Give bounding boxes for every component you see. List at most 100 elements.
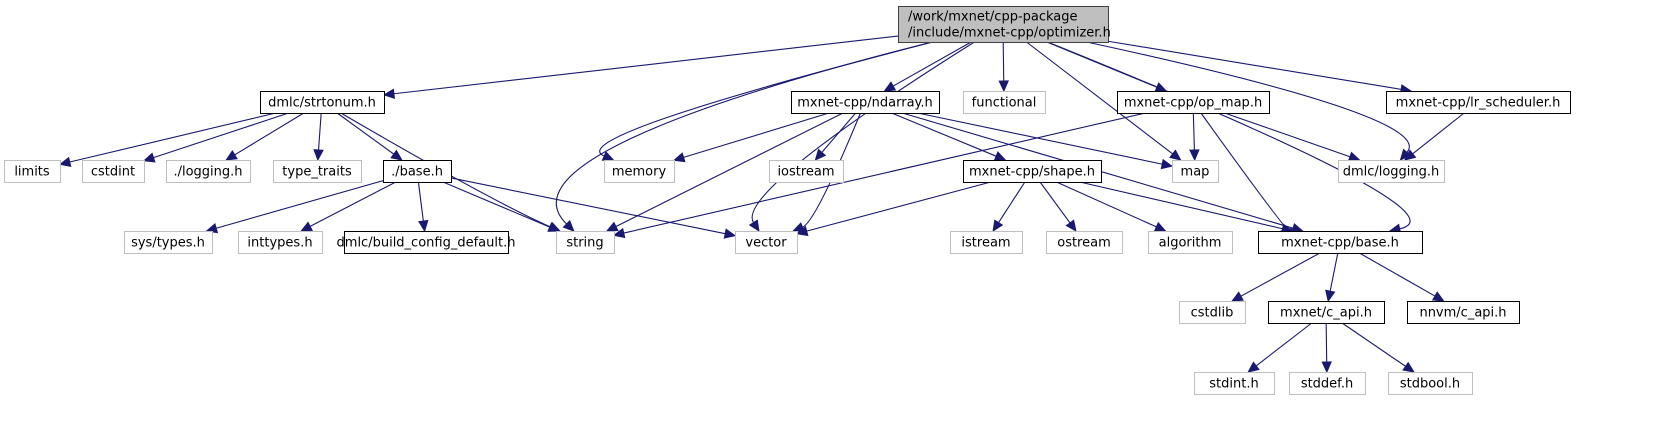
edge-line — [599, 41, 934, 157]
node-label: mxnet-cpp/ndarray.h — [797, 96, 933, 111]
edge-line — [216, 180, 384, 229]
node-map: map — [1172, 160, 1219, 183]
node-label: dmlc/build_config_default.h — [337, 236, 516, 251]
node-box — [1172, 160, 1219, 183]
node-label: map — [1181, 165, 1210, 180]
arrowhead-icon — [390, 149, 403, 161]
node-label: ostream — [1057, 236, 1111, 251]
edge-ndarray-to-vector — [792, 112, 861, 232]
node-vector: vector — [735, 231, 798, 254]
node-build_config[interactable]: dmlc/build_config_default.h — [337, 231, 516, 254]
edge-line — [1224, 112, 1351, 158]
node-label: mxnet-cpp/lr_scheduler.h — [1396, 96, 1561, 111]
arrowhead-icon — [601, 151, 615, 161]
edge-c_api-to-stdbool — [1341, 322, 1415, 373]
edge-line — [1086, 41, 1410, 153]
node-box — [82, 160, 145, 183]
edge-strtonum-to-logging_local — [225, 112, 305, 161]
edge-line — [153, 112, 289, 159]
node-box — [1179, 301, 1246, 324]
node-inttypes: inttypes.h — [238, 231, 323, 254]
node-ostream: ostream — [1046, 231, 1123, 254]
edge-line — [615, 112, 844, 228]
edge-line — [1039, 181, 1071, 224]
node-box — [1046, 231, 1123, 254]
edge-line — [891, 112, 997, 157]
edge-line — [1341, 322, 1406, 367]
edge-mx_base-to-c_api — [1325, 252, 1339, 303]
arrowhead-icon — [547, 222, 561, 232]
arrowhead-icon — [300, 221, 313, 232]
node-box — [4, 160, 61, 183]
node-box — [735, 231, 798, 254]
node-lr_scheduler[interactable]: mxnet-cpp/lr_scheduler.h — [1386, 91, 1571, 114]
node-box — [791, 91, 940, 114]
arrowhead-icon — [883, 81, 897, 92]
node-box — [963, 160, 1102, 183]
edge-line — [336, 112, 395, 155]
node-label: cstdlib — [1191, 306, 1234, 321]
node-label: type_traits — [282, 165, 352, 180]
node-base_local[interactable]: ./base.h — [383, 160, 452, 183]
node-limits: limits — [4, 160, 61, 183]
edge-root-to-mx_base — [1047, 41, 1411, 234]
edge-line — [340, 112, 551, 228]
node-label: vector — [745, 236, 787, 251]
edge-shape-to-vector — [795, 181, 991, 237]
node-label: mxnet-cpp/shape.h — [969, 165, 1095, 180]
node-box — [1338, 160, 1445, 183]
node-box — [238, 231, 323, 254]
arrowhead-icon — [142, 152, 156, 163]
node-label: dmlc/logging.h — [1343, 165, 1440, 180]
edge-line — [892, 41, 972, 87]
node-ndarray[interactable]: mxnet-cpp/ndarray.h — [791, 91, 940, 114]
node-op_map[interactable]: mxnet-cpp/op_map.h — [1117, 91, 1270, 114]
node-box — [124, 231, 213, 254]
node-box — [1148, 231, 1233, 254]
node-stddef: stddef.h — [1289, 372, 1366, 395]
arrowhead-icon — [814, 148, 827, 161]
arrowhead-icon — [992, 219, 1004, 233]
node-label: sys/types.h — [131, 236, 205, 251]
edge-base_local-to-string — [442, 181, 561, 232]
edge-op_map-to-dmlc_logging — [1224, 112, 1361, 162]
node-label: mxnet/c_api.h — [1280, 306, 1372, 321]
arrowhead-icon — [382, 88, 396, 99]
node-label: memory — [612, 165, 667, 180]
arrowhead-icon — [1431, 291, 1445, 302]
edge-root-to-ndarray — [883, 41, 972, 92]
node-label: algorithm — [1159, 236, 1222, 251]
node-label: inttypes.h — [247, 236, 312, 251]
node-box — [556, 231, 615, 254]
node-nnvm_c_api[interactable]: nnvm/c_api.h — [1407, 301, 1520, 324]
node-box — [1268, 301, 1385, 324]
node-label: mxnet-cpp/op_map.h — [1124, 96, 1262, 111]
arrowhead-icon — [792, 222, 805, 232]
edge-line — [1056, 181, 1157, 228]
arrowhead-icon — [748, 219, 760, 233]
edge-line — [1325, 322, 1328, 363]
node-box — [1289, 372, 1366, 395]
edge-line — [1079, 181, 1283, 230]
node-c_api[interactable]: mxnet/c_api.h — [1268, 301, 1385, 324]
edge-ndarray-to-shape — [891, 112, 1007, 161]
edge-root-to-strtonum — [382, 35, 899, 99]
node-mx_base[interactable]: mxnet-cpp/base.h — [1258, 231, 1423, 254]
edge-base_local-to-build_config — [417, 181, 429, 233]
edge-root-to-string — [555, 41, 933, 232]
arrowhead-icon — [418, 219, 429, 233]
edge-c_api-to-stddef — [1321, 322, 1332, 374]
node-box — [950, 231, 1023, 254]
node-stdbool: stdbool.h — [1388, 372, 1473, 395]
edge-line — [1192, 112, 1195, 151]
edge-ndarray-to-string — [605, 112, 844, 232]
node-shape[interactable]: mxnet-cpp/shape.h — [963, 160, 1102, 183]
edge-base_local-to-vector — [450, 177, 737, 239]
node-root[interactable]: /work/mxnet/cpp-package/include/mxnet-cp… — [898, 6, 1111, 43]
arrowhead-icon — [993, 151, 1007, 161]
node-label: cstdint — [91, 165, 135, 180]
node-label: string — [566, 236, 603, 251]
node-strtonum[interactable]: dmlc/strtonum.h — [260, 91, 385, 114]
node-box — [604, 160, 675, 183]
node-box — [769, 160, 844, 183]
